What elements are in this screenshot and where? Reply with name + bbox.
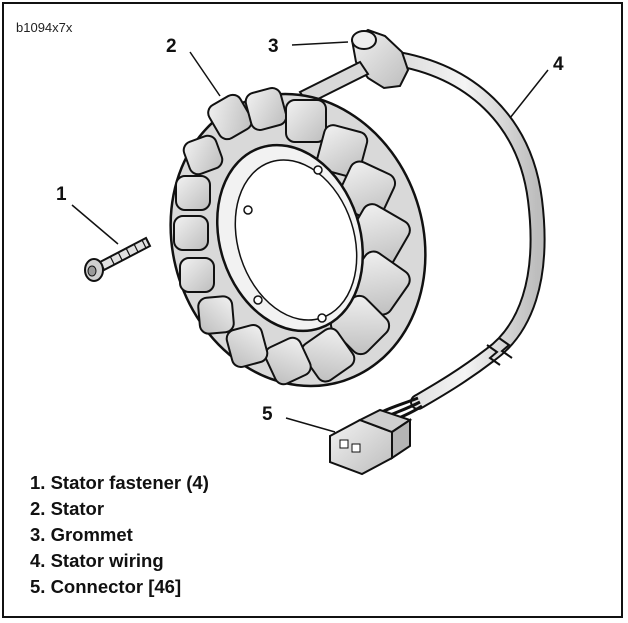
callout-2: 2 — [166, 36, 177, 57]
stator-wiring — [377, 50, 546, 428]
legend-item: 2. Stator — [30, 498, 105, 519]
connector — [329, 408, 413, 476]
callout-5: 5 — [262, 404, 273, 425]
figure-id: b1094x7x — [16, 20, 73, 35]
legend: 1. Stator fastener (4) 2. Stator 3. Grom… — [30, 470, 209, 600]
grommet — [298, 28, 410, 106]
callout-4: 4 — [553, 54, 564, 75]
legend-item: 4. Stator wiring — [30, 550, 164, 571]
legend-item: 5. Connector [46] — [30, 576, 182, 597]
leader-lines — [71, 41, 549, 433]
stator-fastener — [84, 236, 152, 282]
legend-item: 1. Stator fastener (4) — [30, 472, 209, 493]
legend-item: 3. Grommet — [30, 524, 133, 545]
callout-1: 1 — [56, 184, 67, 205]
callout-3: 3 — [268, 36, 279, 57]
stator — [169, 87, 427, 388]
